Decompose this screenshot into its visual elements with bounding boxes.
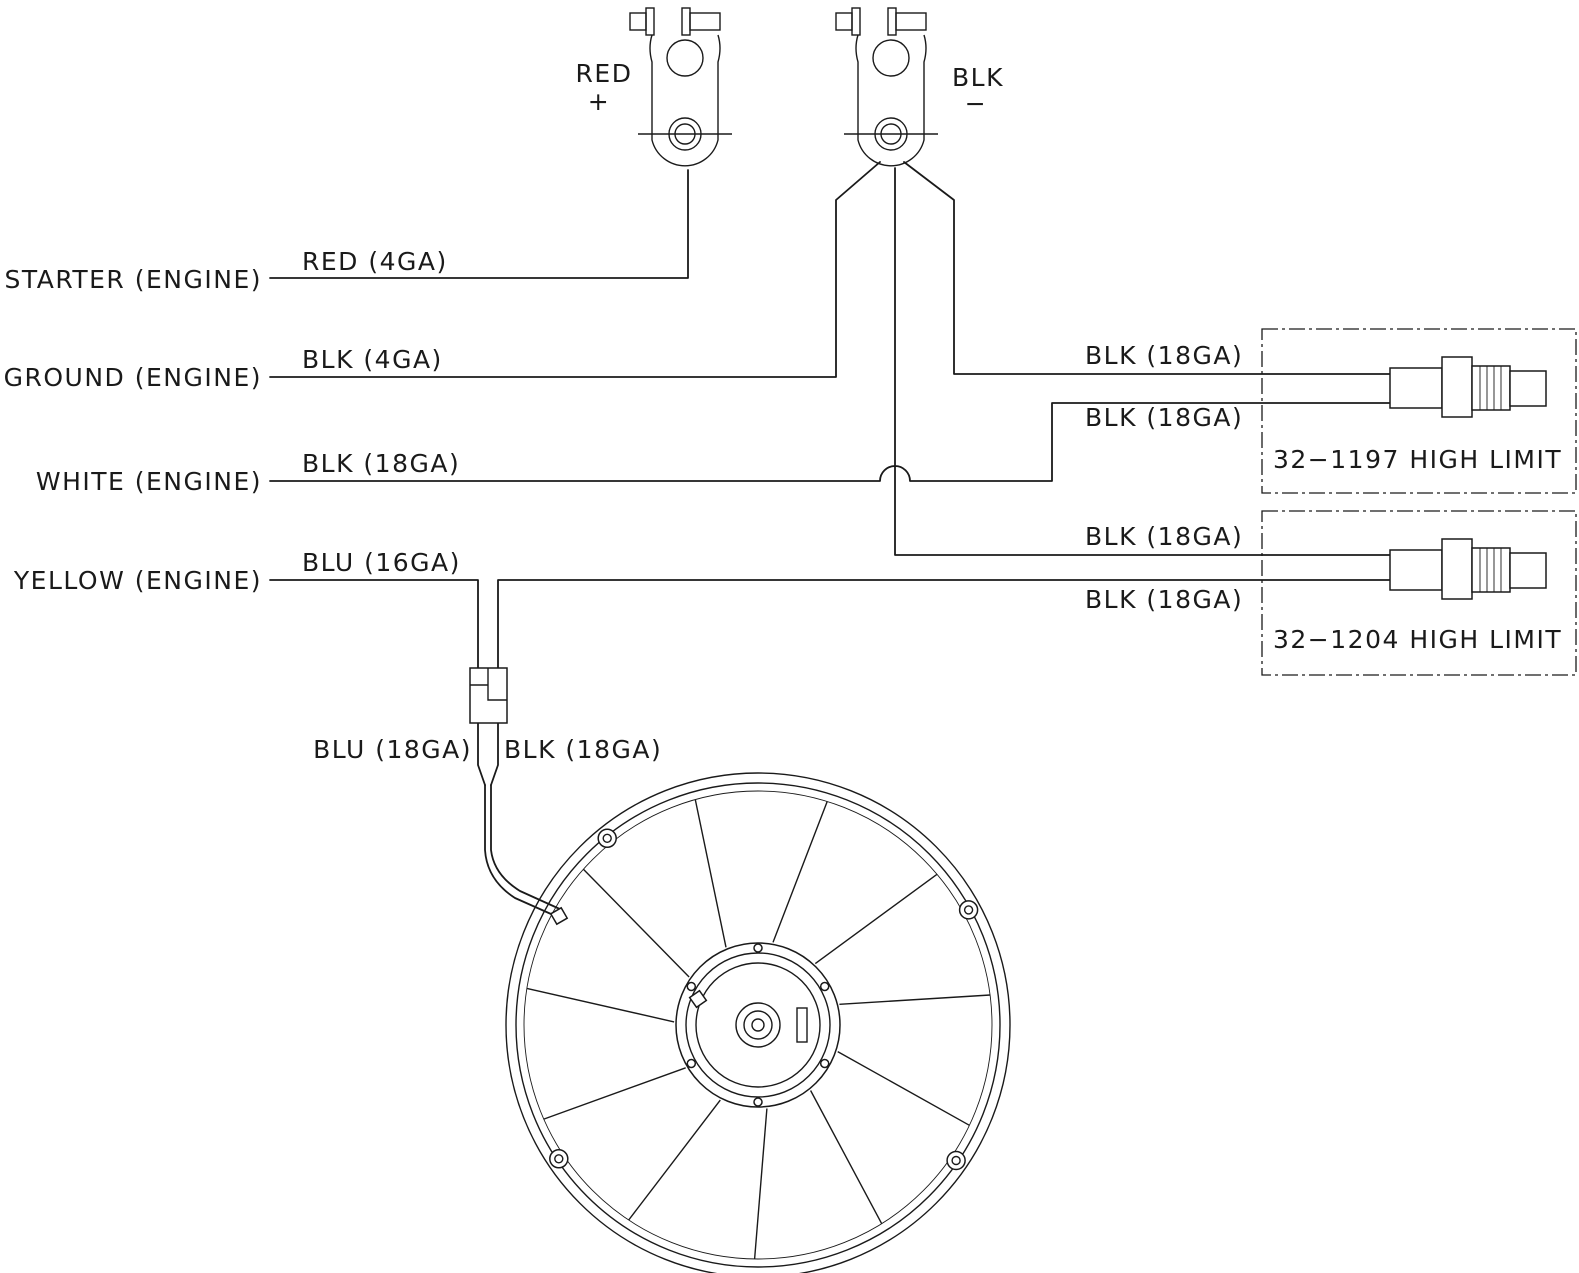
fan-mount-tabs (549, 828, 979, 1171)
fan-mount-hole (951, 1155, 961, 1166)
negative-battery-terminal (835, 7, 938, 167)
switch-1204-label: 32−1204 HIGH LIMIT (1273, 625, 1562, 654)
white-wire-label: BLK (18GA) (302, 449, 460, 478)
hub-bolt (819, 981, 830, 992)
positive-terminal-label: RED (576, 59, 633, 88)
fan-blade (839, 994, 991, 1005)
fan-mount-hole (963, 905, 974, 915)
switch-1197-label: 32−1197 HIGH LIMIT (1273, 445, 1562, 474)
fan-hub-bolts (686, 943, 830, 1107)
starter-wire (269, 169, 689, 279)
fan-blade (772, 801, 828, 943)
switch-1204-box (1261, 510, 1577, 676)
white-engine-label: WHITE (ENGINE) (36, 467, 262, 496)
ground-engine-label: GROUND (ENGINE) (4, 363, 262, 392)
negative-terminal-symbol: − (965, 89, 987, 118)
starter-wire-label: RED (4GA) (302, 247, 448, 276)
yellow-engine-label: YELLOW (ENGINE) (13, 566, 262, 595)
fan-mount-tab (597, 828, 617, 849)
switch-1204-top-wire-label: BLK (18GA) (1085, 522, 1243, 551)
fan-blade (814, 873, 938, 965)
ground-wire (269, 161, 881, 378)
negative-to-switch1-wire (903, 161, 1391, 375)
fan-blade (582, 868, 690, 978)
positive-battery-terminal (629, 7, 732, 167)
fan-mount-tab (946, 1150, 966, 1171)
fan-blade (694, 799, 727, 948)
negative-terminal-label: BLK (952, 63, 1004, 92)
fan-blade (628, 1099, 721, 1221)
hub-bolt (686, 981, 697, 992)
hub-bolt (753, 943, 763, 953)
fan-blade (837, 1050, 970, 1126)
switch-1197-sensor (1389, 356, 1547, 418)
yellow-wire-label: BLU (16GA) (302, 548, 461, 577)
fan-blade (809, 1090, 883, 1225)
fan-blk-wire (490, 722, 499, 786)
yellow-wire (269, 579, 479, 669)
hub-bolt (753, 1097, 763, 1107)
switch-1197-bottom-wire-label: BLK (18GA) (1085, 403, 1243, 432)
fan-mount-tab (958, 900, 979, 920)
electric-fan (505, 772, 1011, 1273)
fan-lead-wire-2 (490, 784, 563, 911)
fan-blade (526, 987, 675, 1023)
ground-wire-label: BLK (4GA) (302, 345, 443, 374)
switch-1204-sensor (1389, 538, 1547, 600)
hub-bolt (819, 1058, 830, 1069)
switch-1204-bottom-wire-label: BLK (18GA) (1085, 585, 1243, 614)
switch2-to-fan-wire (497, 579, 1391, 669)
fan-blk-wire-label: BLK (18GA) (504, 735, 662, 764)
negative-to-switch2-wire (894, 167, 1391, 556)
positive-terminal-symbol: + (588, 87, 610, 116)
switch-1197-box (1261, 328, 1577, 494)
fan-mount-hole (602, 833, 612, 843)
fan-blade (543, 1067, 686, 1120)
fan-blu-wire (477, 722, 486, 786)
fan-blade (753, 1108, 768, 1260)
switch-1197-top-wire-label: BLK (18GA) (1085, 341, 1243, 370)
fan-mount-hole (554, 1154, 564, 1164)
starter-engine-label: STARTER (ENGINE) (5, 265, 262, 294)
fan-lead-wire (484, 784, 561, 919)
fan-mount-tab (549, 1149, 569, 1169)
fan-blu-wire-label: BLU (18GA) (313, 735, 472, 764)
hub-bolt (686, 1058, 697, 1069)
wire-connector (469, 667, 508, 724)
white-wire (269, 402, 1391, 482)
fan-blades (526, 799, 991, 1260)
